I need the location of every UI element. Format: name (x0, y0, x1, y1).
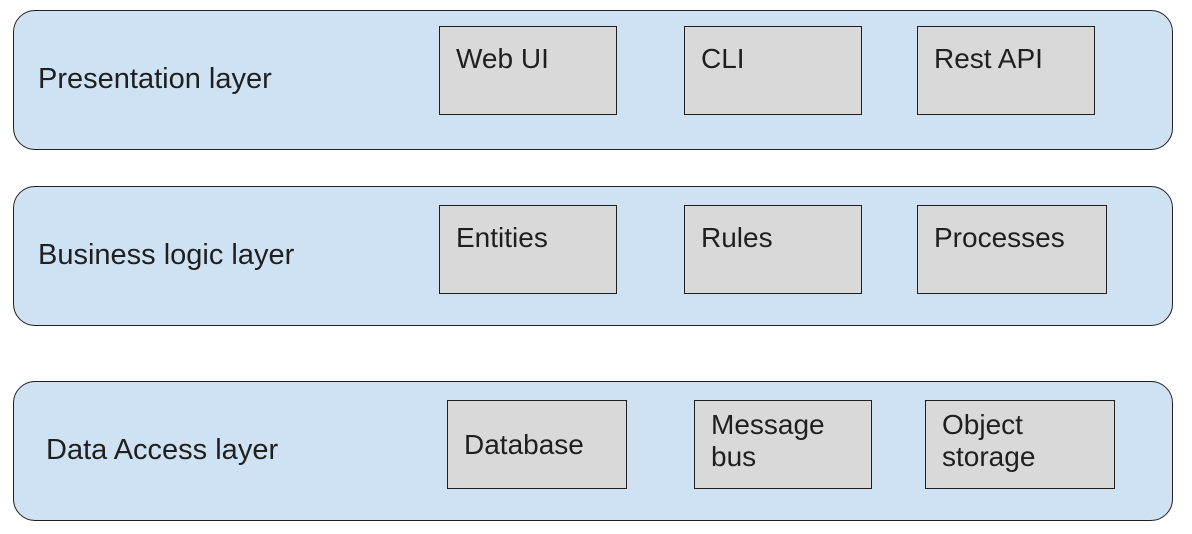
presentation-layer: Presentation layer Web UI CLI Rest API (13, 10, 1173, 150)
component-cli: CLI (684, 26, 862, 115)
component-line: bus (711, 441, 757, 473)
data-access-layer: Data Access layer Database Message bus O… (13, 381, 1173, 521)
component-line: Object (942, 409, 1023, 440)
layer-label: Presentation layer (38, 63, 272, 95)
component-line: Message (711, 409, 825, 440)
component-entities: Entities (439, 205, 617, 294)
component-database: Database (447, 400, 627, 489)
component-web-ui: Web UI (439, 26, 617, 115)
layer-label: Data Access layer (46, 434, 279, 466)
component-rest-api: Rest API (917, 26, 1095, 115)
component-message-bus: Message bus (694, 400, 872, 489)
component-line: storage (942, 441, 1036, 473)
component-rules: Rules (684, 205, 862, 294)
layer-label: Business logic layer (38, 239, 295, 271)
component-line: Database (464, 429, 584, 460)
component-processes: Processes (917, 205, 1107, 294)
component-object-storage: Object storage (925, 400, 1115, 489)
business-logic-layer: Business logic layer Entities Rules Proc… (13, 186, 1173, 326)
